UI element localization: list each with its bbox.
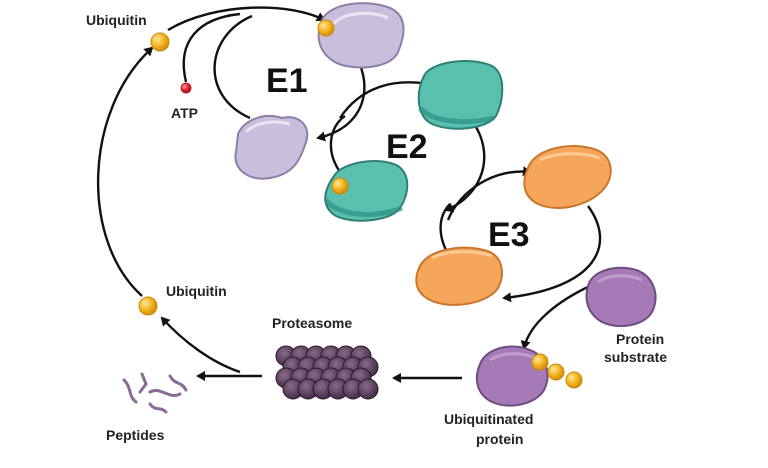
peptides-label: Peptides	[106, 427, 165, 443]
proteasome-to-ubiquitin-arrow	[160, 316, 241, 374]
protein-substrate	[585, 266, 657, 328]
atp-label: ATP	[171, 105, 198, 121]
e2-enzyme-loaded	[323, 160, 409, 222]
e2-cycle-back	[329, 115, 346, 173]
atp-to-e1-arrow	[182, 12, 241, 83]
e2-to-e3-arrow	[446, 166, 532, 221]
ubiquitinated-protein-label: Ubiquitinated	[444, 411, 533, 427]
protein-substrate-label: Protein	[616, 331, 664, 347]
e1-enzyme-free	[234, 115, 309, 180]
e3-enzyme-bottom	[415, 246, 503, 306]
ubiquitin-mid-label: Ubiquitin	[166, 283, 227, 299]
e1-label: E1	[266, 62, 308, 100]
atp-molecule	[180, 82, 192, 94]
e3-enzyme-top	[523, 145, 612, 209]
e1-to-e2-arrow	[339, 77, 430, 119]
ubiquitinated-protein-label-2: protein	[476, 431, 523, 447]
protein-substrate-label-2: substrate	[604, 349, 667, 365]
recycle-arrow	[97, 46, 154, 297]
peptides	[122, 372, 188, 414]
ubiquitin-on-e1	[317, 19, 335, 37]
proteasome-subunit	[357, 378, 379, 400]
e2-label: E2	[386, 128, 428, 166]
ubiquitin-mid	[138, 296, 158, 316]
e3-label: E3	[488, 216, 530, 254]
e3-cycle-back	[439, 203, 451, 255]
e3-cycle-arrow	[502, 205, 602, 303]
ubiquitin-chain	[531, 353, 583, 389]
substrate-to-ubiquitinated-arrow	[520, 284, 591, 350]
ubiquitin-to-e1-arrow	[167, 6, 326, 32]
ubiquitinated-protein	[475, 345, 549, 407]
e1-cycle-back	[213, 14, 253, 120]
ubiquitin-top	[150, 32, 170, 52]
e1-enzyme-loaded	[317, 2, 405, 69]
e2-enzyme-free	[417, 60, 504, 130]
ubiquitin-on-e2	[331, 177, 349, 195]
proteasome-label: Proteasome	[272, 315, 352, 331]
ubiquitin-top-label: Ubiquitin	[86, 12, 147, 28]
proteasome	[275, 345, 379, 400]
